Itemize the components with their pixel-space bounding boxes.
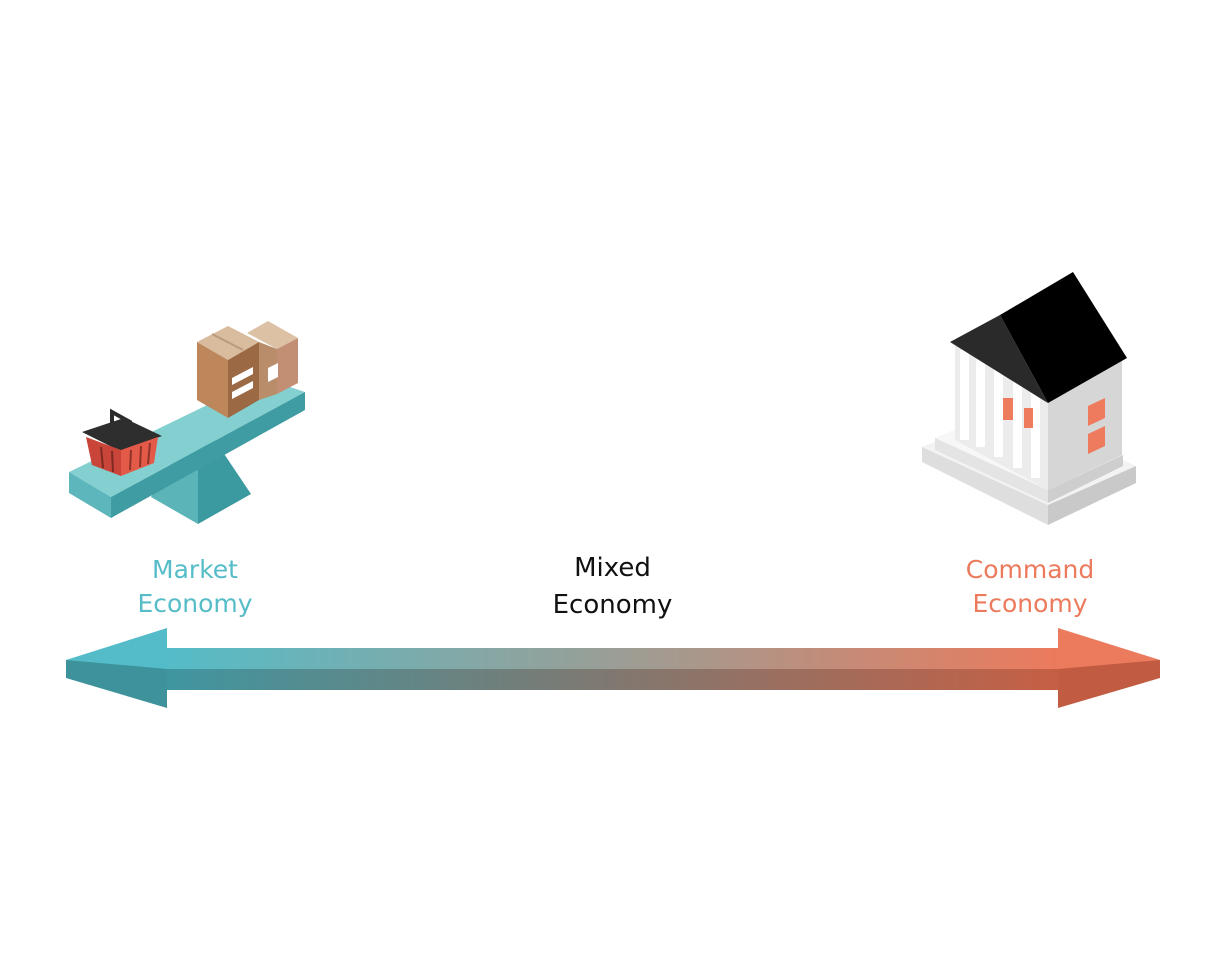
market-label-line1: Market: [152, 555, 238, 584]
cardboard-box-icon: [197, 326, 259, 418]
arrow-shaft-top: [165, 648, 1060, 669]
spectrum-arrow: [66, 628, 1160, 708]
government-building-icon: [922, 272, 1136, 525]
shopping-basket-icon: [82, 408, 162, 476]
command-economy-label: Command Economy: [915, 553, 1145, 621]
command-label-line1: Command: [965, 555, 1095, 584]
command-label-line2: Economy: [972, 589, 1088, 618]
market-economy-label: Market Economy: [95, 553, 295, 621]
mixed-label-line1: Mixed: [574, 553, 651, 583]
cardboard-box-icon: [247, 321, 298, 400]
arrow-shaft-bottom: [165, 669, 1060, 690]
left-arrowhead: [66, 628, 167, 708]
mixed-economy-label: Mixed Economy: [480, 550, 745, 624]
mixed-label-line2: Economy: [552, 590, 673, 620]
right-arrowhead: [1058, 628, 1160, 708]
market-label-line2: Economy: [137, 589, 253, 618]
seesaw-scale-icon: [69, 321, 305, 524]
